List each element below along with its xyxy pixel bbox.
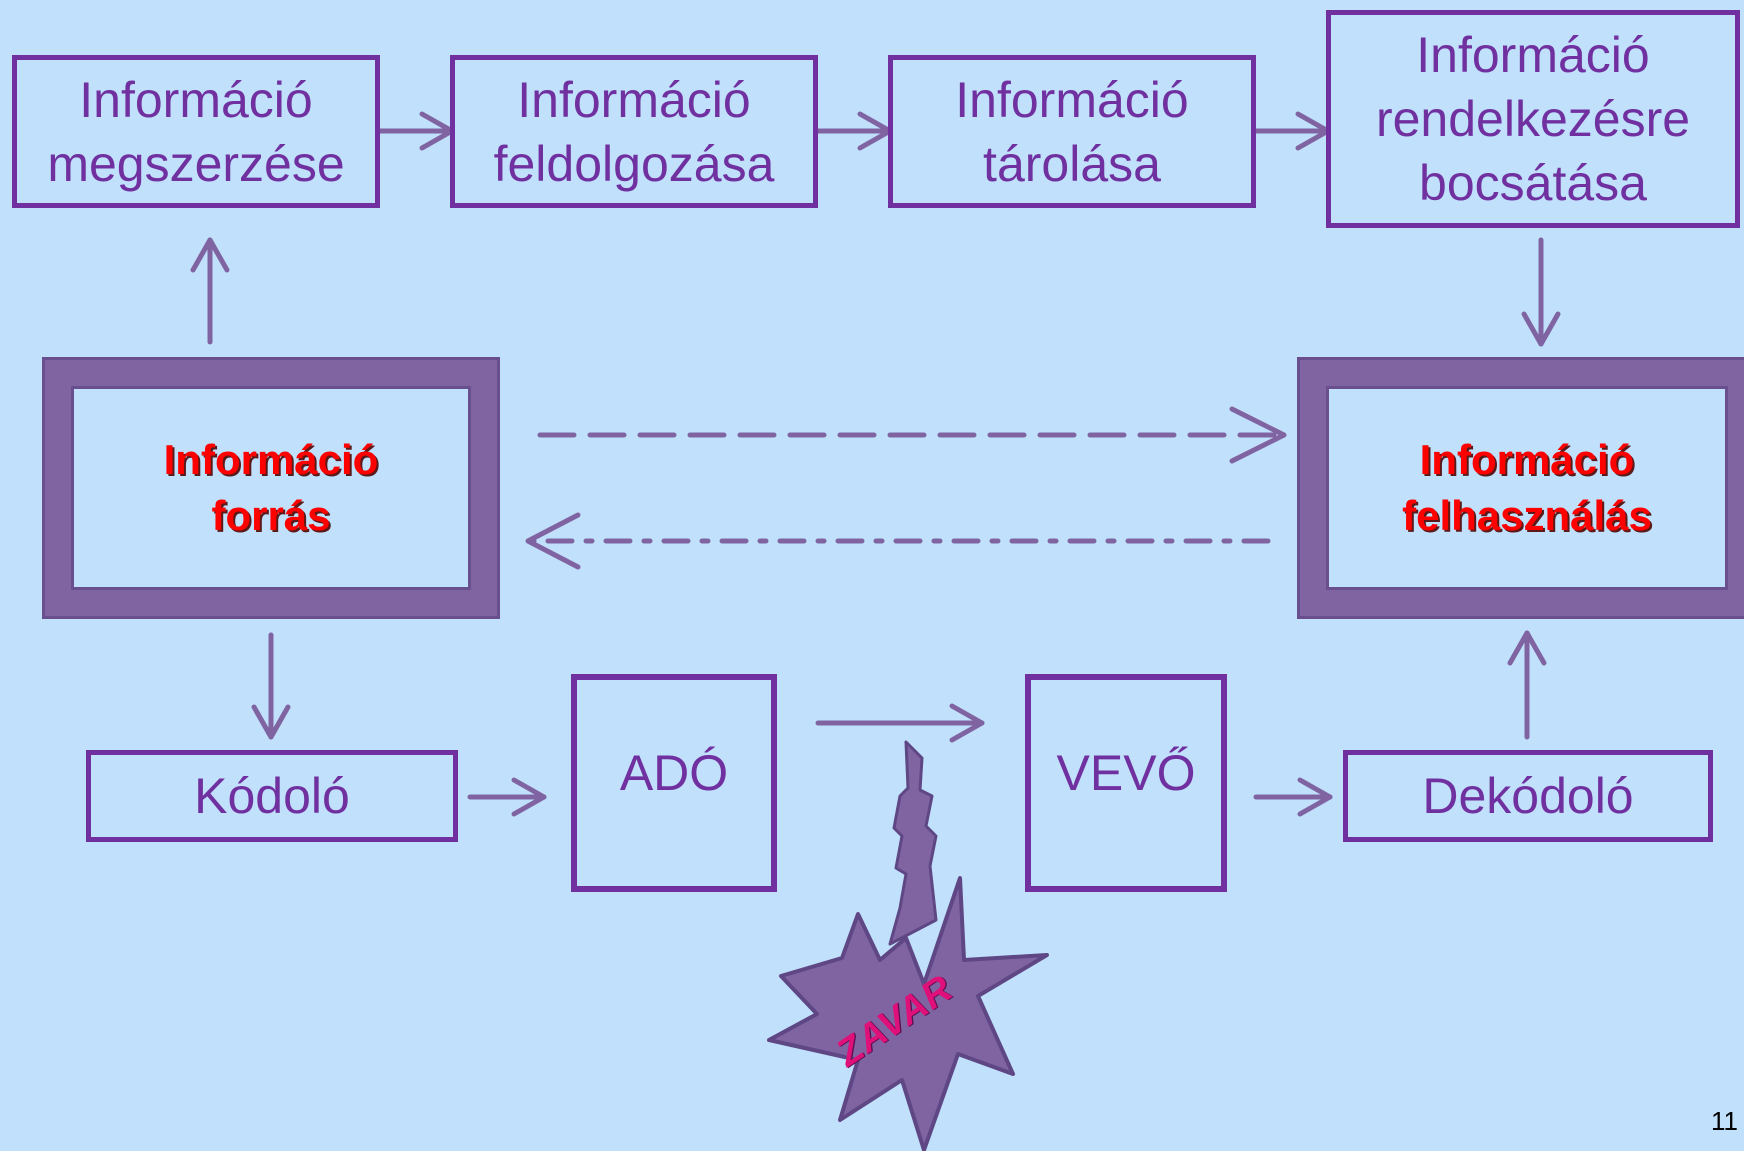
box-receiver: VEVŐ [1025,674,1227,892]
arrow-source-to-acquire [190,237,230,345]
usage-label-line: felhasználás [1402,492,1652,539]
arrow-decoder-to-usage [1507,630,1547,740]
box-line: Információ [79,71,313,128]
dashdot-arrow-usage-to-source [525,512,1271,570]
information-source-panel: Információ forrás [71,386,471,590]
box-line: tárolása [983,135,1161,192]
arrow-encoder-to-transmitter [467,777,547,817]
box-encoder: Kódoló [86,750,458,842]
transmitter-label: ADÓ [619,745,729,801]
arrow-source-to-encoder [251,632,291,740]
arrow-process-to-store [815,111,893,151]
box-line: rendelkezésre [1375,91,1691,147]
box-information-provision: Információ rendelkezésre bocsátása [1326,10,1740,228]
arrow-receiver-to-decoder [1253,777,1333,817]
usage-label-line: Információ [1419,436,1635,483]
dashed-arrow-source-to-usage [537,406,1287,464]
source-label-line: forrás [211,492,331,539]
box-line: Információ [1416,27,1650,83]
frame-information-usage: Információ felhasználás [1297,357,1744,619]
decoder-label: Dekódoló [1422,768,1634,824]
box-information-acquisition: Információ megszerzése [12,55,380,208]
arrow-acquire-to-process [377,111,455,151]
lightning-bolt-icon [888,740,938,946]
box-transmitter: ADÓ [571,674,777,892]
box-information-processing: Információ feldolgozása [450,55,818,208]
encoder-label: Kódoló [194,768,350,824]
information-usage-panel: Információ felhasználás [1326,386,1728,590]
box-line: Információ [517,71,751,128]
box-information-storage: Információ tárolása [888,55,1256,208]
box-line: Információ [955,71,1189,128]
box-line: feldolgozása [493,135,775,192]
receiver-label: VEVŐ [1056,745,1196,801]
arrow-transmitter-to-receiver [815,703,985,743]
box-decoder: Dekódoló [1343,750,1713,842]
arrow-provide-to-usage [1521,237,1561,347]
arrow-store-to-provide [1253,111,1331,151]
frame-information-source: Információ forrás [42,357,500,619]
page-number: 11 [1711,1106,1738,1136]
box-line: bocsátása [1419,155,1647,211]
noise-burst-icon [767,876,1049,1151]
box-line: megszerzése [47,135,345,192]
source-label-line: Információ [163,436,379,483]
